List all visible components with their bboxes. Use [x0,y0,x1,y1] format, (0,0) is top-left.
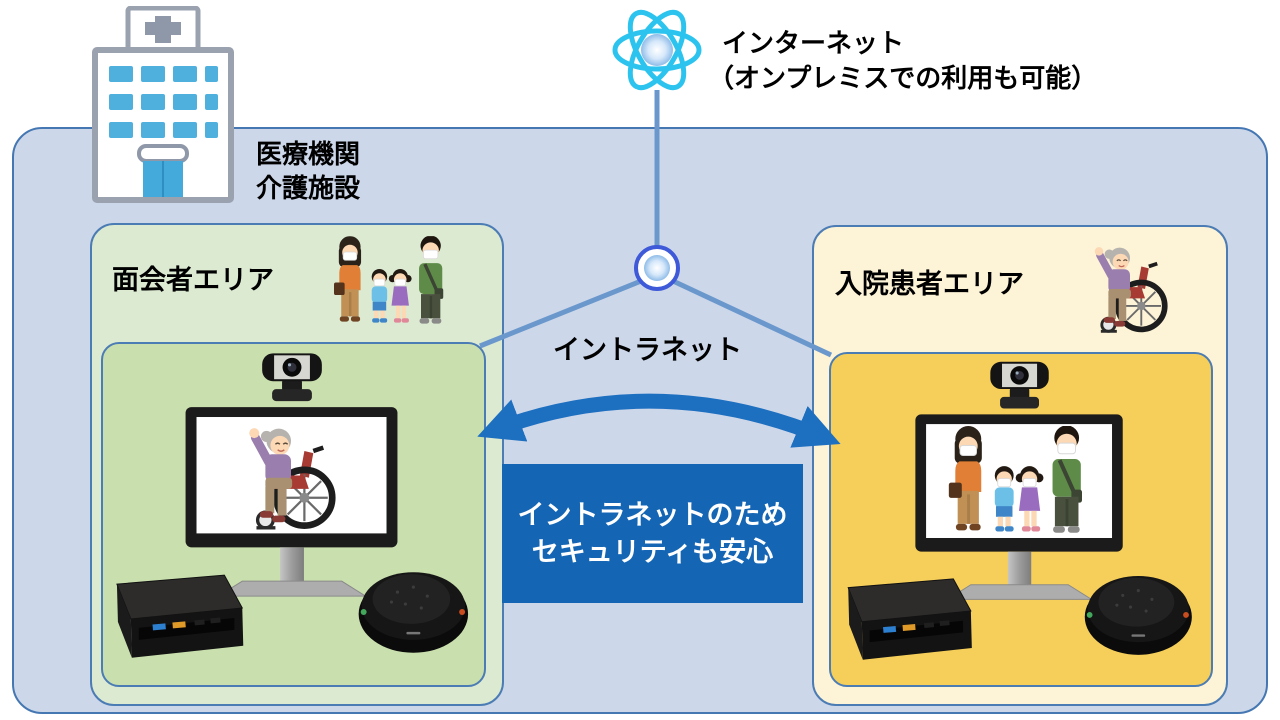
speakerphone-icon [1084,575,1192,655]
patient-area-label: 入院患者エリア [835,269,1024,299]
patient-area-panel: 入院患者エリア [812,225,1228,706]
visitor-area-label: 面会者エリア [112,265,274,295]
visitor-equipment-panel [101,342,486,687]
hospital-icon [92,6,234,203]
monitor-icon [185,407,398,597]
intranet-label: イントラネット [553,335,742,365]
security-note-line1: イントラネットのため [517,499,788,530]
security-note-line2: セキュリティも安心 [531,536,774,567]
internet-label-line1: インターネット [722,28,905,58]
mini-pc-icon [116,574,244,658]
mini-pc-icon [847,578,972,660]
internet-label-line2: （オンプレミスでの利用も可能） [708,63,1098,93]
monitor-icon [915,414,1123,600]
internet-label: インターネット （オンプレミスでの利用も可能） [708,26,1097,96]
hospital-windows [109,66,218,138]
webcam-icon [990,361,1049,409]
atom-network-icon [612,9,702,91]
equipment-set [116,353,469,658]
webcam-icon [262,353,322,402]
facility-label-line1: 医療機関 [256,139,361,169]
visitor-area-panel: 面会者エリア [90,223,504,706]
masked-family-icon [334,230,450,334]
patient-equipment-panel [829,352,1213,687]
security-note-box: イントラネットのため セキュリティも安心 [502,464,803,603]
facility-label: 医療機関 介護施設 [256,137,360,205]
speakerphone-icon [358,572,469,653]
facility-label-line2: 介護施設 [256,173,361,203]
equipment-set [847,361,1192,660]
grandma-wheelchair-icon [1078,242,1182,336]
